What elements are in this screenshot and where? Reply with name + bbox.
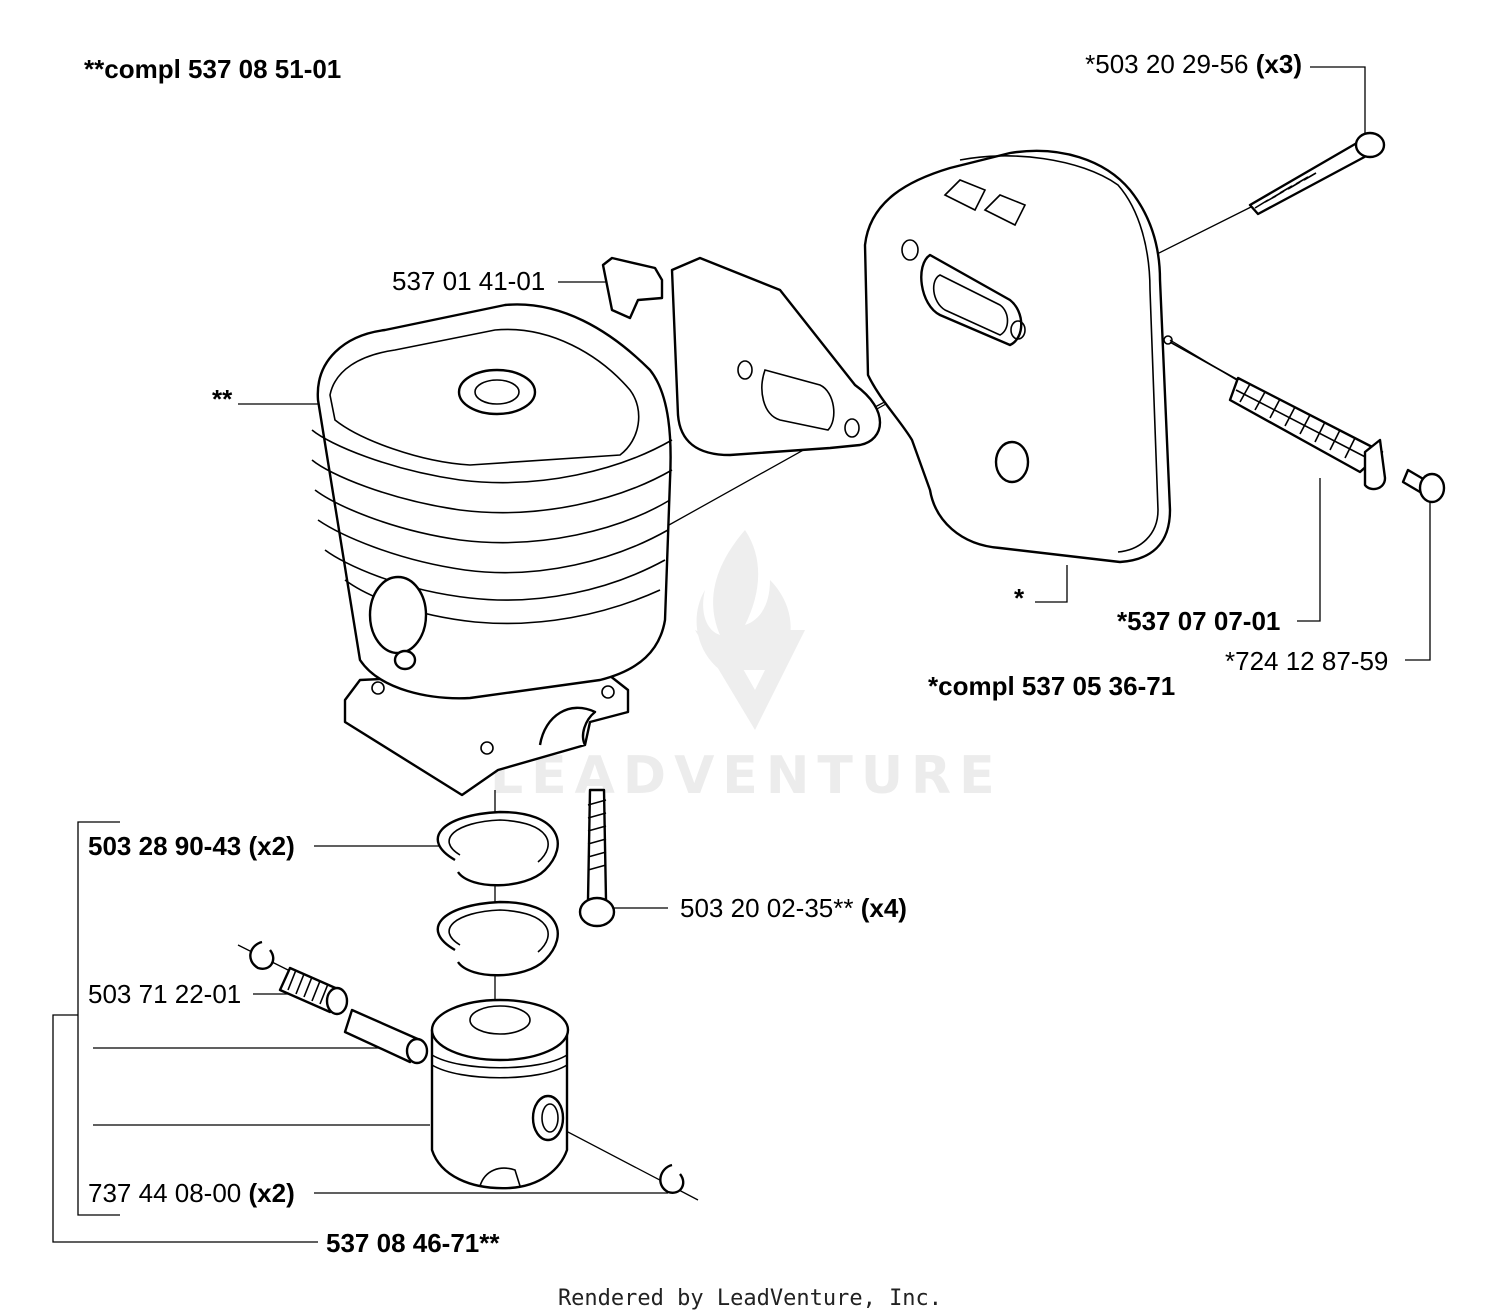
leader-muffler-bolt <box>1310 66 1366 140</box>
bearing-and-pin <box>249 940 685 1194</box>
piston-groove-2 <box>431 1064 568 1079</box>
base-hole-left <box>371 681 385 695</box>
label-screen-screw: *724 12 87-59 <box>1225 646 1388 676</box>
bolt-thread <box>1254 172 1317 209</box>
muffler-ridge-2 <box>983 194 1027 227</box>
label-piston-complete: 537 08 46-71** <box>326 1228 500 1258</box>
spark-plug-thread <box>474 379 520 405</box>
piston-groove-1 <box>431 1054 568 1069</box>
muffler-bolt-qty: (x3) <box>1256 49 1302 79</box>
base-hole-right <box>601 685 615 699</box>
screw-thread <box>587 799 607 871</box>
screen-mesh-lines <box>1235 383 1376 463</box>
fin-3 <box>314 489 671 544</box>
fin-1 <box>311 429 673 484</box>
label-piston-ring: 503 28 90-43 (x2) <box>88 831 295 861</box>
piston-pin-bore-inner <box>541 1103 559 1133</box>
muffler-rim <box>959 155 1159 553</box>
fin-5 <box>324 549 666 601</box>
piston-ring-code: 503 28 90-43 <box>88 831 241 861</box>
cylinder-screw <box>578 788 616 928</box>
piston-skirt-cut <box>479 1167 521 1187</box>
footer-credit: Rendered by LeadVenture, Inc. <box>558 1286 942 1311</box>
watermark: LEADVENTURE <box>490 530 1003 806</box>
gasket-port <box>761 369 835 431</box>
circlip-upper <box>249 940 275 970</box>
spark-plug-hole <box>457 368 537 416</box>
piston-pin-end <box>405 1037 429 1065</box>
label-cylinder-screw: 503 20 02-35** (x4) <box>680 893 907 923</box>
muffler-ridge-1 <box>943 179 987 212</box>
callout-labels: **compl 537 08 51-01 *503 20 29-56 (x3) … <box>84 49 1388 1258</box>
screen-screw-head <box>1418 472 1446 504</box>
label-cylinder: ** <box>212 384 233 414</box>
muffler-hole-left <box>901 239 919 261</box>
muffler-body <box>863 149 1172 564</box>
piston-ring-lower <box>436 900 559 977</box>
v-logo-icon <box>695 630 805 730</box>
piston-crown <box>430 998 570 1062</box>
muffler-bolt-code: *503 20 29-56 <box>1085 49 1248 79</box>
circlip-code: 737 44 08-00 <box>88 1178 241 1208</box>
label-cylinder-complete: **compl 537 08 51-01 <box>84 54 341 84</box>
label-circlip: 737 44 08-00 (x2) <box>88 1178 295 1208</box>
label-needle-bearing: 503 71 22-01 <box>88 979 241 1009</box>
fin-4 <box>317 519 669 574</box>
cylinder-body <box>316 303 672 700</box>
gasket-hole-left <box>737 360 753 380</box>
screen-clip <box>1363 438 1387 491</box>
leader-muffler-body <box>1035 565 1068 603</box>
needle-bearing-end <box>325 986 349 1016</box>
crank-cutout <box>538 706 597 746</box>
piston-ring-upper-inner <box>448 819 549 863</box>
muffler-hole-right <box>1010 320 1026 340</box>
muffler-port-inner <box>932 274 1009 336</box>
piston-pin <box>343 1008 422 1064</box>
base-hole-front <box>480 741 494 755</box>
cylinder-screw-code: 503 20 02-35** <box>680 893 853 923</box>
label-spark-screen: *537 07 07-01 <box>1117 606 1280 636</box>
screen-mesh <box>1228 376 1384 474</box>
screw-shank <box>586 788 608 902</box>
bracket-piston-group <box>52 1014 318 1243</box>
muffler-bolt <box>1248 131 1386 216</box>
gasket-plate <box>670 256 882 457</box>
needle-bearing-rollers <box>287 969 329 1005</box>
gasket-bracket <box>601 256 882 457</box>
piston-ring-upper <box>436 810 559 887</box>
bolt-head <box>1354 131 1386 159</box>
circlip-lower <box>659 1163 685 1194</box>
fin-2 <box>311 459 673 514</box>
piston-crown-recess <box>469 1005 531 1035</box>
label-muffler-bolt: *503 20 29-56 (x3) <box>1085 49 1302 79</box>
screen-rod <box>1169 341 1239 381</box>
label-muffler-body: * <box>1014 583 1025 613</box>
piston-body <box>430 1028 569 1190</box>
cylinder-screw-qty: (x4) <box>861 893 907 923</box>
muffler-side-hole <box>1163 335 1173 345</box>
intake-port <box>368 575 428 655</box>
leader-spark-screen <box>1297 478 1321 622</box>
piston <box>430 998 570 1190</box>
flame-logo-icon <box>696 530 791 670</box>
cylinder <box>311 303 673 797</box>
piston-ring-qty: (x2) <box>248 831 294 861</box>
bracket-ring-group <box>77 821 120 1216</box>
gasket-hole-right <box>844 418 860 438</box>
screw-head <box>578 896 616 928</box>
leader-screen-screw <box>1405 500 1431 661</box>
watermark-text: LEADVENTURE <box>490 746 1003 806</box>
muffler-lower-hole <box>994 440 1030 484</box>
spark-screen <box>1163 335 1446 504</box>
bracket-tab <box>601 256 664 320</box>
circlip-qty: (x2) <box>248 1178 294 1208</box>
piston-rings <box>436 810 559 977</box>
label-muffler-complete: *compl 537 05 36-71 <box>928 671 1175 701</box>
piston-ring-lower-inner <box>448 909 549 953</box>
impulse-nipple <box>393 649 417 671</box>
label-gasket-bracket: 537 01 41-01 <box>392 266 545 296</box>
top-face <box>329 328 640 466</box>
muffler <box>863 149 1172 564</box>
